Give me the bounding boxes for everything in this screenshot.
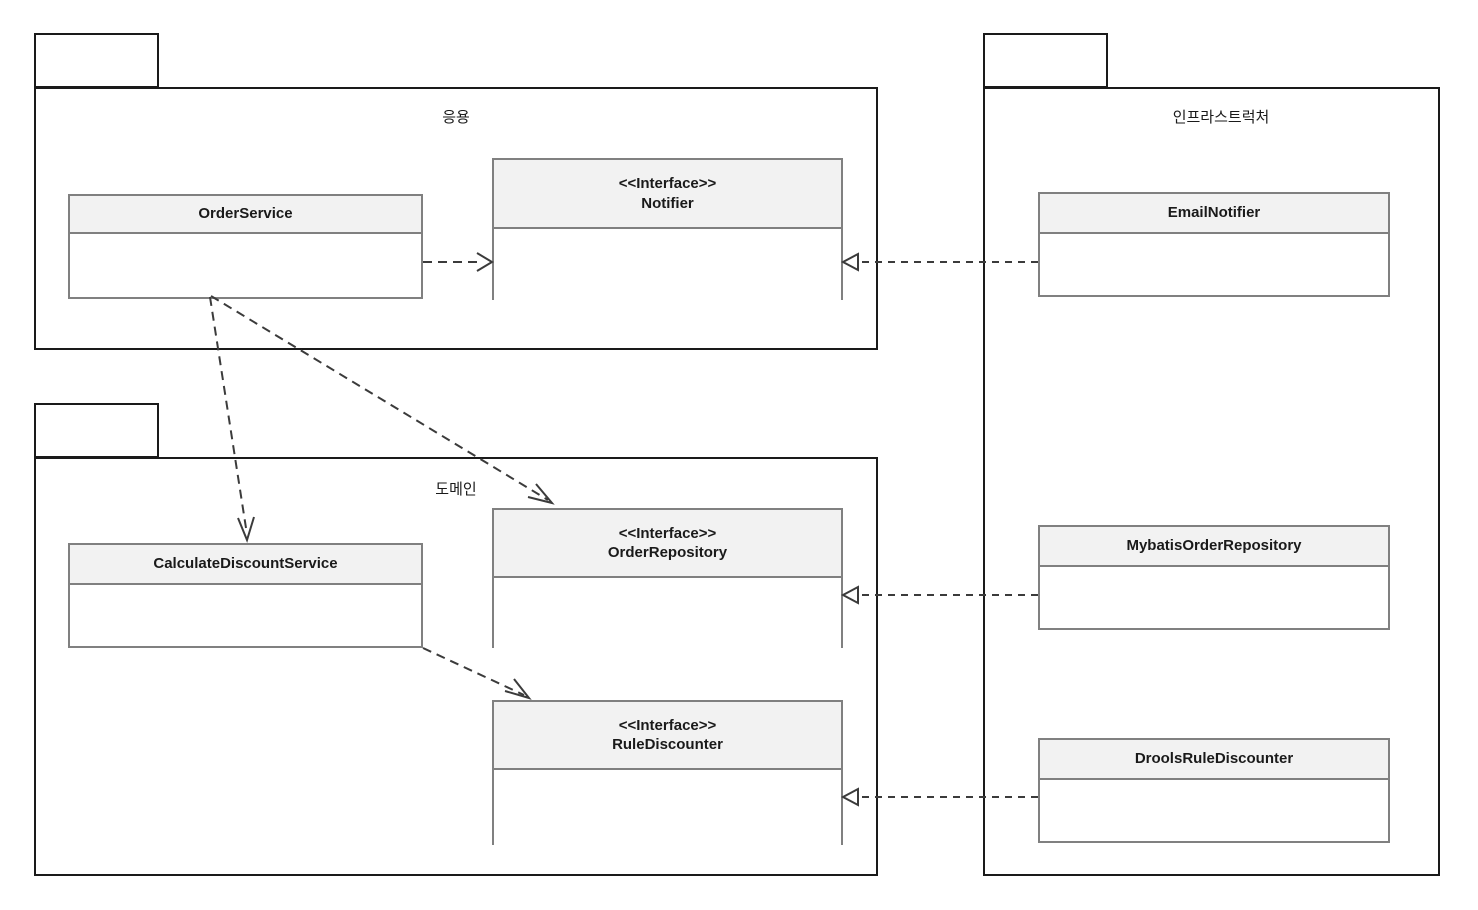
class-name-order-repository: OrderRepository xyxy=(607,544,728,561)
class-name-calculate-discount-service: CalculateDiscountService xyxy=(153,555,338,573)
class-box-calculate-discount-service[interactable]: CalculateDiscountService xyxy=(68,543,423,648)
package-label-application: 응용 xyxy=(442,109,470,126)
class-name-drools-rule-discounter: DroolsRuleDiscounter xyxy=(1134,750,1294,768)
package-tab-domain xyxy=(34,403,159,458)
class-members-order-repository xyxy=(494,578,841,648)
class-box-notifier[interactable]: <<Interface>> Notifier xyxy=(492,158,843,300)
class-stereotype-rule-discounter: <<Interface>> xyxy=(618,716,717,734)
class-stereotype-order-repository: <<Interface>> xyxy=(618,524,717,542)
class-box-drools-rule-discounter[interactable]: DroolsRuleDiscounter xyxy=(1038,738,1390,843)
class-box-rule-discounter[interactable]: <<Interface>> RuleDiscounter xyxy=(492,700,843,845)
class-box-mybatis-order-repository[interactable]: MybatisOrderRepository xyxy=(1038,525,1390,630)
class-header-calculate-discount-service: CalculateDiscountService xyxy=(70,545,421,585)
class-name-rule-discounter: RuleDiscounter xyxy=(612,736,723,753)
class-name-email-notifier: EmailNotifier xyxy=(1167,204,1261,222)
class-name-mybatis-order-repository: MybatisOrderRepository xyxy=(1126,537,1302,555)
package-tab-infrastructure xyxy=(983,33,1108,88)
class-name-order-service: OrderService xyxy=(198,205,293,223)
class-members-rule-discounter xyxy=(494,770,841,845)
class-header-order-repository: <<Interface>> OrderRepository xyxy=(494,510,841,578)
class-header-rule-discounter: <<Interface>> RuleDiscounter xyxy=(494,702,841,770)
package-label-domain: 도메인 xyxy=(435,481,477,498)
package-label-infrastructure: 인프라스트럭처 xyxy=(1172,109,1270,126)
class-box-email-notifier[interactable]: EmailNotifier xyxy=(1038,192,1390,297)
class-members-mybatis-order-repository xyxy=(1040,567,1388,628)
class-members-order-service xyxy=(70,234,421,297)
class-members-drools-rule-discounter xyxy=(1040,780,1388,841)
class-stereotype-notifier: <<Interface>> xyxy=(618,175,717,193)
class-header-order-service: OrderService xyxy=(70,196,421,234)
class-box-order-repository[interactable]: <<Interface>> OrderRepository xyxy=(492,508,843,648)
class-header-email-notifier: EmailNotifier xyxy=(1040,194,1388,234)
class-header-notifier: <<Interface>> Notifier xyxy=(494,160,841,229)
class-members-email-notifier xyxy=(1040,234,1388,295)
class-box-order-service[interactable]: OrderService xyxy=(68,194,423,299)
class-name-notifier: Notifier xyxy=(641,194,694,212)
class-members-notifier xyxy=(494,229,841,300)
class-members-calculate-discount-service xyxy=(70,585,421,646)
package-tab-application xyxy=(34,33,159,88)
class-header-mybatis-order-repository: MybatisOrderRepository xyxy=(1040,527,1388,567)
class-header-drools-rule-discounter: DroolsRuleDiscounter xyxy=(1040,740,1388,780)
